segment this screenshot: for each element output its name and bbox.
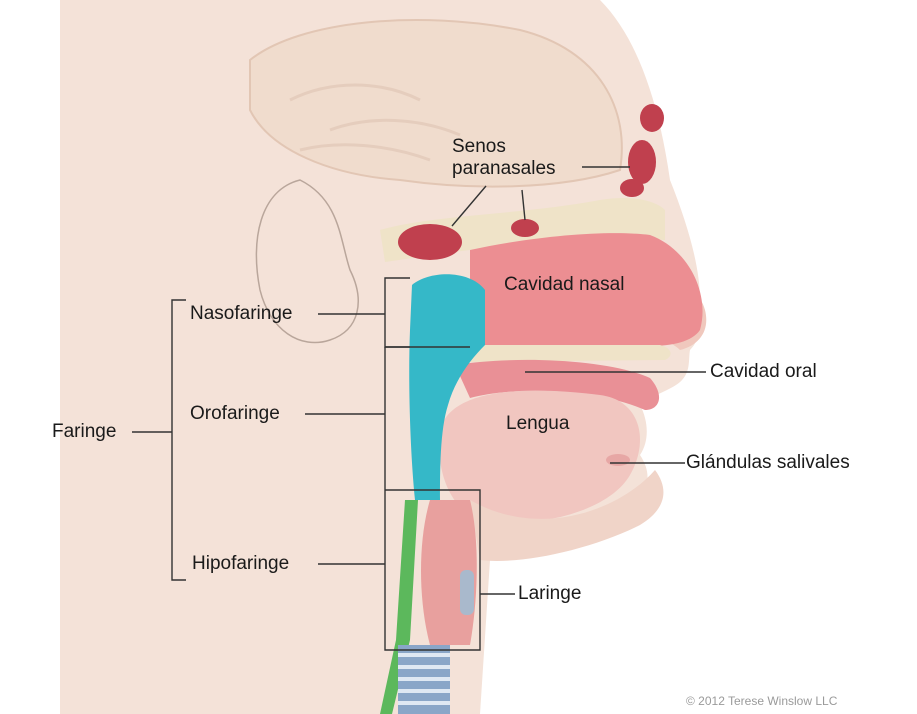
label-faringe: Faringe [52, 421, 116, 443]
label-cavidad-nasal: Cavidad nasal [504, 274, 624, 296]
salivary-gland [606, 454, 630, 466]
label-nasofaringe: Nasofaringe [190, 303, 292, 325]
copyright-credit: © 2012 Terese Winslow LLC [686, 694, 837, 708]
label-senos-line1: Senos [452, 136, 556, 158]
label-orofaringe: Orofaringe [190, 403, 280, 425]
trachea [398, 645, 450, 714]
sphenoid-sinus [398, 224, 462, 260]
ethmoid-sinus [511, 219, 539, 237]
label-hipofaringe: Hipofaringe [192, 553, 289, 575]
palate [460, 345, 671, 362]
label-cavidad-oral: Cavidad oral [710, 361, 817, 383]
label-lengua: Lengua [506, 413, 569, 435]
label-laringe: Laringe [518, 583, 581, 605]
label-senos-line2: paranasales [452, 158, 556, 180]
thyroid-cartilage [460, 570, 474, 615]
label-senos-paranasales: Senos paranasales [452, 136, 556, 180]
maxillary-sinus [620, 179, 644, 197]
label-glandulas-salivales: Glándulas salivales [686, 452, 850, 474]
frontal-sinus-lower [628, 140, 656, 184]
frontal-sinus-upper [640, 104, 664, 132]
